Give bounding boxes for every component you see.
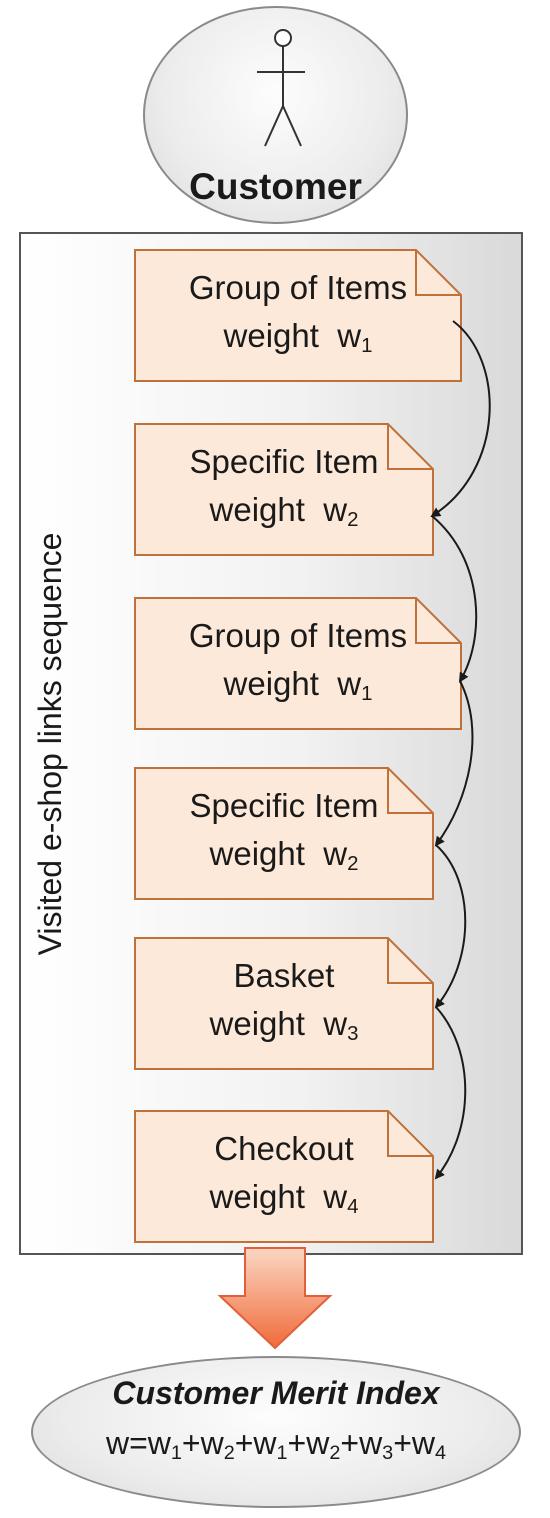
flow-down-arrow <box>217 1247 333 1350</box>
connector-arrow-3 <box>434 680 474 847</box>
node-specific-item-2: Specific Item weight w2 <box>134 767 434 900</box>
document-shape-icon <box>134 597 462 730</box>
connector-arrow-2 <box>431 515 478 683</box>
connector-arrow-4 <box>434 844 467 1009</box>
node-checkout: Checkout weight w4 <box>134 1110 434 1243</box>
node-title: Basket <box>233 957 335 994</box>
stick-figure-icon <box>257 29 305 147</box>
node-group-of-items-1: Group of Items weight w1 <box>134 249 462 382</box>
node-weight: weight w4 <box>209 1178 359 1219</box>
connector-arrow-5 <box>434 1006 467 1180</box>
customer-label: Customer <box>189 166 362 207</box>
node-basket: Basket weight w3 <box>134 937 434 1070</box>
merit-index-ellipse <box>31 1356 521 1508</box>
connector-arrow-1 <box>430 320 491 518</box>
node-title: Group of Items <box>188 617 408 654</box>
node-title: Specific Item <box>189 443 379 480</box>
document-shape-icon <box>134 937 434 1070</box>
node-weight: weight w2 <box>209 491 359 532</box>
node-group-of-items-2: Group of Items weight w1 <box>134 597 462 730</box>
node-title: Group of Items <box>188 269 408 306</box>
document-shape-icon <box>134 249 462 382</box>
document-shape-icon <box>134 1110 434 1243</box>
node-weight: weight w2 <box>209 835 359 876</box>
node-title: Specific Item <box>189 787 379 824</box>
document-shape-icon <box>134 767 434 900</box>
links-sequence-box <box>19 232 523 1255</box>
merit-index-title: Customer Merit Index <box>112 1375 440 1411</box>
merit-index-formula: w=w1+w2+w1+w2+w3+w4 <box>105 1425 447 1464</box>
node-title: Checkout <box>214 1130 354 1167</box>
node-weight: weight w3 <box>209 1005 359 1046</box>
node-specific-item-1: Specific Item weight w2 <box>134 423 434 556</box>
node-weight: weight w1 <box>223 665 373 706</box>
node-weight: weight w1 <box>223 317 373 358</box>
